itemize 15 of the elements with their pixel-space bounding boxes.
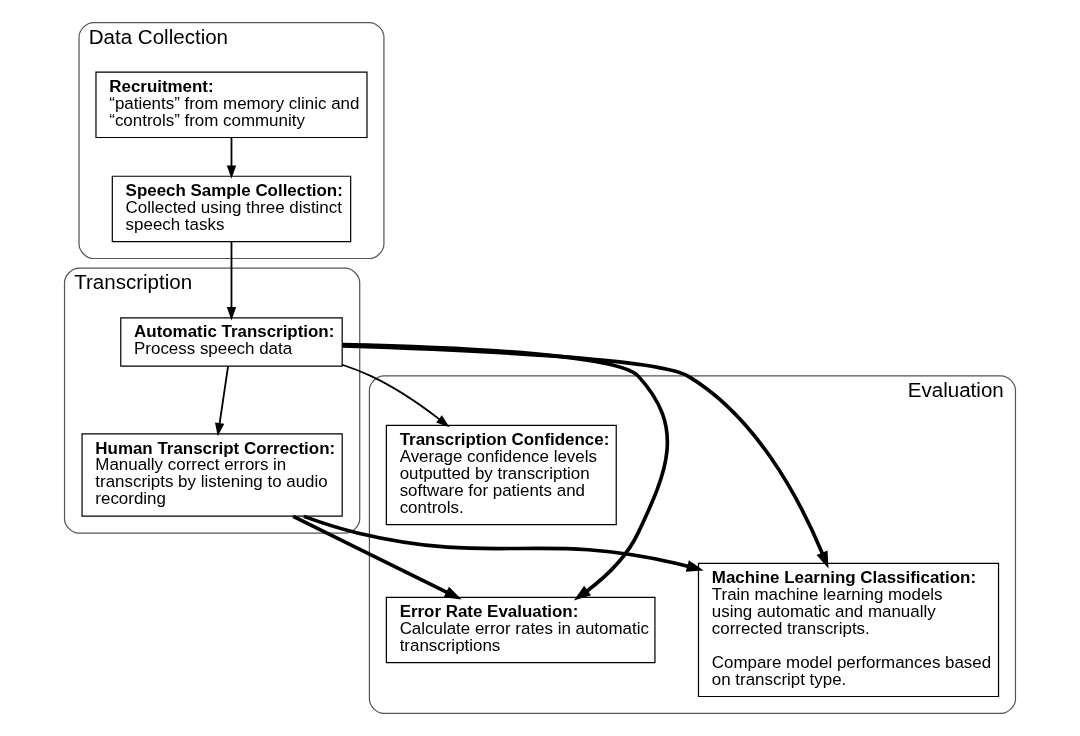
arrow bbox=[226, 136, 237, 179]
node-box: Human Transcript Correction: Manually correct errors in transcripts by listening to audio recording bbox=[81, 433, 343, 517]
node-box: Error Rate Evaluation: Calculate error rates in automatic transcriptions bbox=[385, 596, 656, 664]
node-box: Automatic Transcription: Process speech data bbox=[120, 317, 343, 367]
arrow bbox=[292, 514, 462, 600]
arrow bbox=[226, 240, 237, 321]
node-box: Recruitment: “patients” from memory clinic and “controls” from community bbox=[95, 71, 368, 139]
node-box: Transcription Confidence: Average confidence levels outputted by transcription software for patients and controls. bbox=[385, 424, 617, 526]
arrow bbox=[341, 363, 450, 428]
arrow bbox=[342, 342, 670, 601]
node-box: Machine Learning Classification: Train machine learning models using automatic and manually corrected transcripts. Compare model performances based on transcript type. bbox=[697, 562, 1000, 698]
arrow bbox=[215, 365, 229, 437]
arrow bbox=[303, 514, 704, 572]
node-box: Speech Sample Collection: Collected using three distinct speech tasks bbox=[111, 175, 352, 243]
arrow bbox=[342, 344, 829, 569]
